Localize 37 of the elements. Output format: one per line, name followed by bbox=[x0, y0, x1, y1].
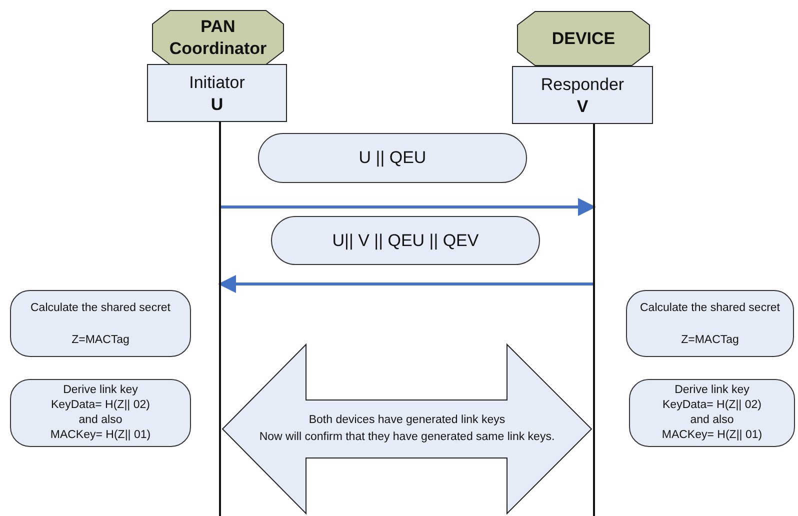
note-text: Both devices have generated link keys bbox=[308, 413, 506, 428]
note-text: Now will confirm that they have generated same link keys. bbox=[259, 430, 555, 445]
actor-octagon bbox=[152, 10, 284, 65]
step-box bbox=[10, 290, 191, 357]
step-box bbox=[626, 290, 794, 357]
step-text: Derive link key bbox=[63, 383, 138, 398]
step-box bbox=[629, 379, 795, 447]
role-label: Initiator bbox=[189, 72, 245, 94]
lifeline bbox=[219, 122, 221, 516]
message-arrow bbox=[218, 275, 593, 293]
step-text: Calculate the shared secret bbox=[30, 301, 170, 316]
role-box bbox=[147, 64, 287, 122]
lifeline bbox=[593, 124, 595, 516]
message-arrow bbox=[221, 198, 596, 216]
step-text: Z=MACTag bbox=[681, 333, 739, 348]
step-text: KeyData= H(Z|| 02) bbox=[662, 398, 762, 413]
message-box bbox=[271, 216, 540, 265]
actor-octagon bbox=[517, 11, 650, 66]
step-text: KeyData= H(Z|| 02) bbox=[51, 398, 150, 413]
step-box bbox=[10, 379, 191, 447]
step-text: MACKey= H(Z|| 01) bbox=[662, 428, 762, 443]
step-text: Z=MACTag bbox=[72, 333, 130, 348]
step-text: and also bbox=[690, 413, 734, 428]
role-label: Responder bbox=[540, 74, 624, 96]
actor-label: PAN Coordinator bbox=[168, 16, 268, 60]
participant-label: V bbox=[576, 96, 588, 118]
step-text: Derive link key bbox=[674, 383, 750, 398]
message-label: U|| V || QEU || QEV bbox=[332, 230, 479, 250]
step-text: Calculate the shared secret bbox=[640, 301, 780, 316]
step-text: MACKey= H(Z|| 01) bbox=[50, 428, 151, 443]
message-label: U || QEU bbox=[358, 148, 426, 168]
actor-label: DEVICE bbox=[552, 28, 616, 50]
participant-label: U bbox=[210, 94, 224, 116]
double-arrow-shape bbox=[222, 344, 592, 514]
message-box bbox=[258, 133, 527, 183]
role-box bbox=[512, 66, 653, 124]
step-text: and also bbox=[78, 413, 122, 428]
